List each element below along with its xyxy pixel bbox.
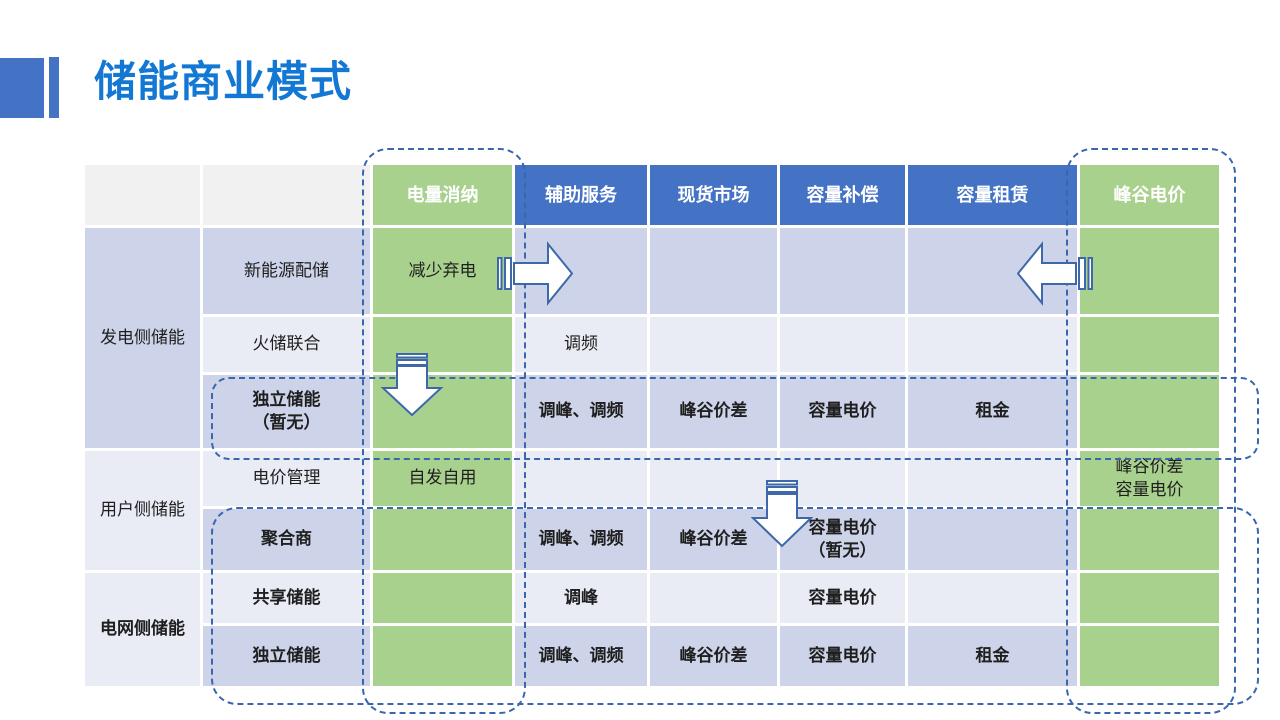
row-group-label: 发电侧储能 (85, 228, 200, 448)
table-cell (1080, 626, 1219, 686)
table-cell (1080, 375, 1219, 448)
table-cell (650, 573, 777, 623)
column-header: 峰谷电价 (1080, 165, 1219, 225)
table-cell (373, 626, 512, 686)
table-cell: 租金 (908, 626, 1077, 686)
row-group-label: 用户侧储能 (85, 451, 200, 570)
table-cell: 容量电价 (780, 375, 905, 448)
table-cell (780, 317, 905, 372)
table-cell (650, 228, 777, 314)
table-cell (373, 573, 512, 623)
column-header: 现货市场 (650, 165, 777, 225)
slide-title: 储能商业模式 (94, 58, 353, 105)
title-accent-square (0, 58, 44, 118)
table-cell (1080, 509, 1219, 570)
table-cell (780, 451, 905, 506)
table-cell (373, 375, 512, 448)
table-cell: 峰谷价差 (650, 509, 777, 570)
table-cell (373, 509, 512, 570)
column-header: 容量租赁 (908, 165, 1077, 225)
column-header: 辅助服务 (515, 165, 647, 225)
corner-cell (85, 165, 200, 225)
table-cell (373, 317, 512, 372)
table-cell: 峰谷价差 (650, 626, 777, 686)
table-cell (908, 573, 1077, 623)
table-cell (515, 451, 647, 506)
row-label: 独立储能 (203, 626, 370, 686)
table-cell (1080, 317, 1219, 372)
table-cell: 调峰、调频 (515, 626, 647, 686)
row-label: 新能源配储 (203, 228, 370, 314)
table-cell: 调峰、调频 (515, 375, 647, 448)
table-cell (908, 317, 1077, 372)
table-cell: 调频 (515, 317, 647, 372)
table-cell: 减少弃电 (373, 228, 512, 314)
row-label: 电价管理 (203, 451, 370, 506)
table-cell (650, 451, 777, 506)
table-cell (1080, 228, 1219, 314)
column-header: 容量补偿 (780, 165, 905, 225)
row-group-label: 电网侧储能 (85, 573, 200, 686)
title-accent-bar (49, 57, 59, 118)
row-label: 聚合商 (203, 509, 370, 570)
table-cell (1080, 573, 1219, 623)
table-cell (908, 228, 1077, 314)
corner-cell (203, 165, 370, 225)
table-cell: 调峰、调频 (515, 509, 647, 570)
table-cell: 调峰 (515, 573, 647, 623)
table-cell (780, 228, 905, 314)
row-label: 共享储能 (203, 573, 370, 623)
business-model-table: 电量消纳辅助服务现货市场容量补偿容量租赁峰谷电价发电侧储能用户侧储能电网侧储能 新… (85, 165, 1219, 686)
table-cell (650, 317, 777, 372)
table-cell (908, 509, 1077, 570)
row-label: 火储联合 (203, 317, 370, 372)
table-cell: 峰谷价差 (650, 375, 777, 448)
column-header: 电量消纳 (373, 165, 512, 225)
table-cell: 容量电价 (780, 573, 905, 623)
row-label: 独立储能 （暂无） (203, 375, 370, 448)
table-cell (908, 451, 1077, 506)
table-cell: 峰谷价差 容量电价 (1080, 451, 1219, 506)
table-cell: 容量电价 (780, 626, 905, 686)
table-cell: 自发自用 (373, 451, 512, 506)
table-cell: 租金 (908, 375, 1077, 448)
table-cell (515, 228, 647, 314)
table-cell: 容量电价 （暂无） (780, 509, 905, 570)
